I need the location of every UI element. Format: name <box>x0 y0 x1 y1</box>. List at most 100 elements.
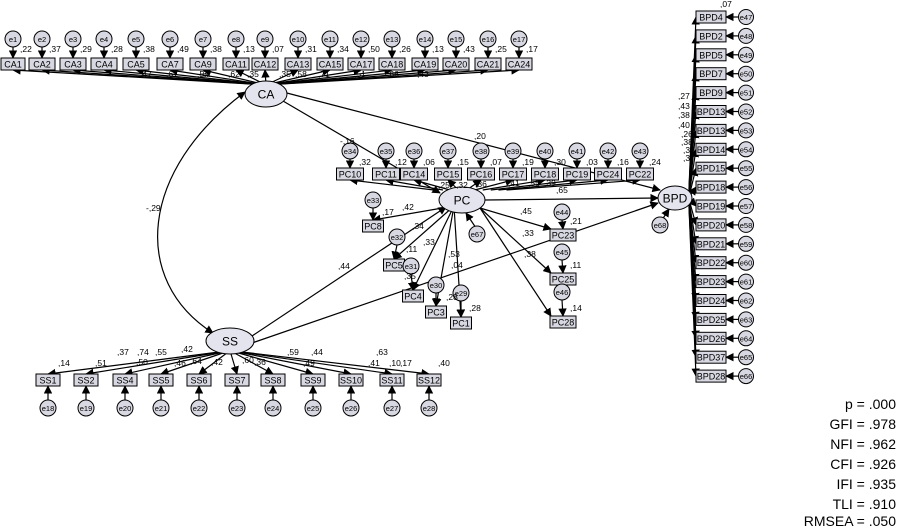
bpd-error-16[interactable]: e63 <box>738 311 754 328</box>
pc-top-error-4[interactable]: e38 <box>472 142 490 160</box>
ss-indicator-6[interactable]: SS8 <box>260 373 286 387</box>
ca-error-3[interactable]: e4 <box>95 30 113 48</box>
ca-indicator-8[interactable]: CA12 <box>251 57 279 71</box>
ca-error-2[interactable]: e3 <box>64 30 82 48</box>
bpd-error-17[interactable]: e64 <box>738 330 754 347</box>
bpd-error-13[interactable]: e60 <box>738 254 754 271</box>
pc-top-indicator-2[interactable]: PC14 <box>400 167 428 181</box>
pc-top-indicator-4[interactable]: PC16 <box>467 167 495 181</box>
ss-indicator-1[interactable]: SS2 <box>73 373 99 387</box>
pc-left-indicator-4[interactable]: PC1 <box>450 316 472 330</box>
pc-top-indicator-8[interactable]: PC24 <box>594 167 622 181</box>
bpd-error-0[interactable]: e47 <box>738 9 754 25</box>
pc-top-error-2[interactable]: e36 <box>405 142 423 160</box>
ss-error-3[interactable]: e21 <box>152 399 170 417</box>
bpd-error-11[interactable]: e58 <box>738 216 754 233</box>
pc-left-indicator-3[interactable]: PC3 <box>425 305 447 319</box>
ca-error-13[interactable]: e14 <box>416 30 434 48</box>
ca-error-7[interactable]: e8 <box>227 30 245 48</box>
bpd-indicator-18[interactable]: BPD37 <box>695 350 727 364</box>
bpd-indicator-15[interactable]: BPD24 <box>695 294 727 307</box>
ss-error-7[interactable]: e25 <box>304 399 322 417</box>
ca-indicator-12[interactable]: CA18 <box>378 57 406 71</box>
bpd-error-5[interactable]: e52 <box>738 103 754 120</box>
ca-error-5[interactable]: e6 <box>161 30 179 48</box>
ss-error-4[interactable]: e22 <box>190 399 208 417</box>
pc-top-error-5[interactable]: e39 <box>504 142 522 160</box>
pc-left-error-3[interactable]: e30 <box>427 276 445 294</box>
bpd-indicator-3[interactable]: BPD7 <box>695 67 727 81</box>
ca-indicator-4[interactable]: CA5 <box>122 57 150 71</box>
pc-top-error-3[interactable]: e37 <box>439 142 457 160</box>
bpd-indicator-12[interactable]: BPD21 <box>695 237 727 251</box>
pc-top-error-8[interactable]: e42 <box>599 142 617 160</box>
latent-ca[interactable]: CA <box>244 80 288 108</box>
pc-top-error-6[interactable]: e40 <box>536 142 554 160</box>
ss-indicator-5[interactable]: SS7 <box>224 373 250 387</box>
pc-left-error-1[interactable]: e32 <box>388 228 406 246</box>
bpd-indicator-7[interactable]: BPD14 <box>695 142 727 156</box>
ss-error-9[interactable]: e27 <box>383 399 401 417</box>
ss-indicator-8[interactable]: SS10 <box>338 373 364 387</box>
ss-error-2[interactable]: e20 <box>116 399 134 417</box>
ca-error-1[interactable]: e2 <box>33 30 51 48</box>
ss-indicator-7[interactable]: SS9 <box>300 373 326 387</box>
latent-ss[interactable]: SS <box>205 327 255 355</box>
ca-indicator-6[interactable]: CA9 <box>189 57 217 71</box>
ca-indicator-13[interactable]: CA19 <box>411 57 439 71</box>
pc-right-indicator-1[interactable]: PC25 <box>549 272 577 286</box>
ss-error-5[interactable]: e23 <box>228 399 246 417</box>
pc-right-error-1[interactable]: e45 <box>553 243 571 261</box>
ca-indicator-3[interactable]: CA4 <box>90 57 118 71</box>
bpd-error-14[interactable]: e61 <box>738 273 754 290</box>
bpd-error-18[interactable]: e65 <box>738 349 754 366</box>
ca-error-11[interactable]: e12 <box>352 30 370 48</box>
ca-indicator-5[interactable]: CA7 <box>156 57 184 71</box>
bpd-indicator-14[interactable]: BPD23 <box>695 275 727 289</box>
bpd-indicator-10[interactable]: BPD19 <box>695 199 727 213</box>
ca-error-4[interactable]: e5 <box>127 30 145 48</box>
ca-indicator-14[interactable]: CA20 <box>442 57 470 71</box>
ca-indicator-15[interactable]: CA21 <box>474 57 502 71</box>
pc-right-error-0[interactable]: e44 <box>553 203 571 221</box>
bpd-indicator-4[interactable]: BPD9 <box>695 86 727 100</box>
bpd-error-4[interactable]: e51 <box>738 84 754 101</box>
pc-right-indicator-2[interactable]: PC28 <box>549 315 577 329</box>
bpd-error-15[interactable]: e62 <box>738 292 754 309</box>
ca-indicator-7[interactable]: CA11 <box>222 57 250 71</box>
pc-top-error-0[interactable]: e34 <box>341 142 359 160</box>
pc-left-error-0[interactable]: e33 <box>364 191 382 209</box>
ca-error-10[interactable]: e11 <box>321 30 339 48</box>
ca-error-14[interactable]: e15 <box>447 30 465 48</box>
ss-indicator-0[interactable]: SS1 <box>35 373 61 387</box>
ca-indicator-0[interactable]: CA1 <box>0 57 26 71</box>
pc-left-indicator-2[interactable]: PC4 <box>402 289 424 303</box>
bpd-error-19[interactable]: e66 <box>738 368 754 385</box>
bpd-error-2[interactable]: e49 <box>738 46 754 63</box>
pc-top-indicator-3[interactable]: PC15 <box>434 167 462 181</box>
latent-pc[interactable]: PC <box>438 186 486 214</box>
ca-error-12[interactable]: e13 <box>383 30 401 48</box>
pc-top-indicator-7[interactable]: PC19 <box>563 167 591 181</box>
ca-indicator-10[interactable]: CA15 <box>316 57 344 71</box>
pc-top-error-7[interactable]: e41 <box>568 142 586 160</box>
ss-error-6[interactable]: e24 <box>264 399 282 417</box>
ca-indicator-11[interactable]: CA17 <box>347 57 375 71</box>
bpd-indicator-9[interactable]: BPD18 <box>695 180 727 194</box>
bpd-error-8[interactable]: e55 <box>738 160 754 177</box>
bpd-indicator-13[interactable]: BPD22 <box>695 256 727 270</box>
pc-top-indicator-5[interactable]: PC17 <box>499 167 527 181</box>
pc-top-error-1[interactable]: e35 <box>377 142 395 160</box>
ss-error-10[interactable]: e28 <box>420 399 438 417</box>
bpd-error-3[interactable]: e50 <box>738 65 754 82</box>
bpd-indicator-5[interactable]: BPD13 <box>695 105 727 118</box>
ca-error-9[interactable]: e10 <box>289 30 307 48</box>
ss-indicator-3[interactable]: SS5 <box>148 373 174 387</box>
ca-indicator-9[interactable]: CA13 <box>284 57 312 71</box>
ca-indicator-2[interactable]: CA3 <box>59 57 87 71</box>
pc-right-error-2[interactable]: e46 <box>553 283 571 301</box>
bpd-indicator-11[interactable]: BPD20 <box>695 218 727 232</box>
pc-disturbance[interactable]: e67 <box>468 225 486 243</box>
bpd-indicator-8[interactable]: BPD15 <box>695 161 727 175</box>
ca-error-6[interactable]: e7 <box>194 30 212 48</box>
